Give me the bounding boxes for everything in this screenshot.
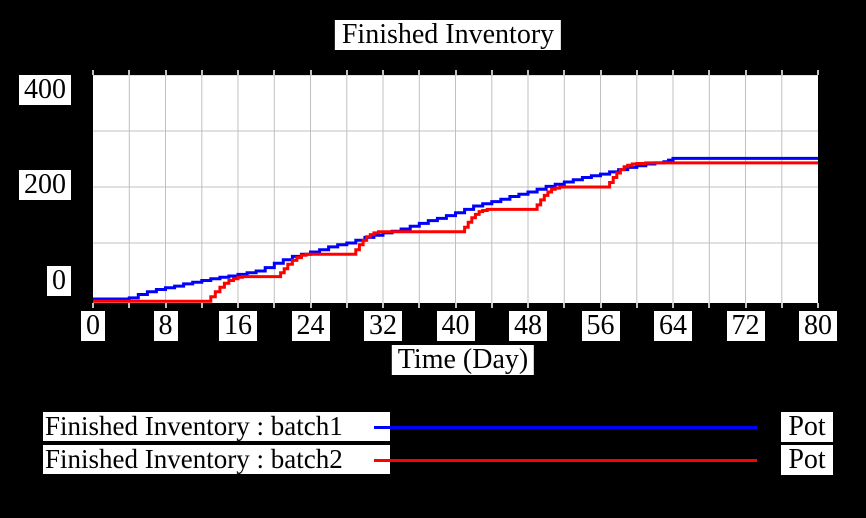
x-axis-tick bbox=[454, 70, 457, 75]
x-axis-tick bbox=[635, 303, 638, 308]
plot-area bbox=[93, 75, 818, 303]
x-axis-tick bbox=[309, 70, 312, 75]
x-axis-tick bbox=[237, 303, 239, 308]
series-lines bbox=[93, 156, 818, 303]
x-axis-tick bbox=[672, 70, 674, 75]
x-axis-tick bbox=[635, 70, 638, 75]
legend-label-batch1: Finished Inventory : batch1 bbox=[43, 412, 390, 443]
x-axis-tick bbox=[345, 303, 348, 308]
y-axis-label-200: 200 bbox=[19, 170, 71, 200]
y-axis-label-0: 0 bbox=[47, 266, 71, 296]
x-axis-tick bbox=[164, 303, 167, 308]
x-axis-label-40: 40 bbox=[436, 311, 475, 341]
x-axis-tick bbox=[273, 70, 276, 75]
x-axis-tick bbox=[309, 303, 312, 308]
x-axis-tick bbox=[200, 303, 203, 308]
x-axis-tick bbox=[527, 303, 529, 308]
x-axis-tick bbox=[128, 70, 131, 75]
x-axis-tick bbox=[744, 303, 747, 308]
x-axis-label-32: 32 bbox=[364, 311, 402, 341]
x-axis-tick bbox=[527, 70, 529, 75]
legend-line-batch2 bbox=[374, 459, 757, 462]
x-axis-tick bbox=[490, 303, 493, 308]
legend-unit-batch1: Pot bbox=[781, 412, 833, 442]
x-axis-tick bbox=[92, 70, 94, 75]
legend-unit-batch2: Pot bbox=[781, 445, 833, 475]
plot-canvas bbox=[93, 75, 818, 303]
x-axis-tick bbox=[454, 303, 457, 308]
x-axis-tick bbox=[708, 303, 711, 308]
x-axis-tick bbox=[273, 303, 276, 308]
x-axis-tick bbox=[563, 303, 566, 308]
x-axis-tick bbox=[490, 70, 493, 75]
x-axis-tick bbox=[200, 70, 203, 75]
series-line-batch1 bbox=[93, 156, 818, 301]
x-axis-label-0: 0 bbox=[81, 311, 105, 341]
x-axis-tick bbox=[345, 70, 348, 75]
series-line-batch2 bbox=[93, 161, 818, 303]
x-axis-tick bbox=[817, 70, 819, 75]
x-axis-label-72: 72 bbox=[726, 311, 765, 341]
x-axis-tick bbox=[128, 303, 131, 308]
x-axis-tick bbox=[672, 303, 674, 308]
x-axis-label-16: 16 bbox=[219, 311, 257, 341]
x-axis-tick bbox=[382, 303, 384, 308]
x-axis-tick bbox=[92, 303, 94, 308]
legend-label-batch2: Finished Inventory : batch2 bbox=[43, 445, 390, 476]
x-axis-label-80: 80 bbox=[799, 311, 837, 341]
x-axis-tick bbox=[817, 303, 819, 308]
chart-title: Finished Inventory bbox=[334, 20, 562, 50]
y-axis-label-400: 400 bbox=[19, 75, 71, 105]
gridlines bbox=[93, 75, 818, 303]
x-axis-tick bbox=[744, 70, 747, 75]
legend-line-batch1 bbox=[374, 426, 757, 429]
x-axis-tick bbox=[780, 70, 783, 75]
x-axis-tick bbox=[563, 70, 566, 75]
x-axis-label-48: 48 bbox=[509, 311, 547, 341]
x-axis-label-24: 24 bbox=[291, 311, 330, 341]
x-axis-label-56: 56 bbox=[581, 311, 620, 341]
x-axis-label-64: 64 bbox=[654, 311, 692, 341]
x-axis-tick bbox=[599, 303, 602, 308]
x-axis-tick bbox=[599, 70, 602, 75]
x-axis-label-8: 8 bbox=[153, 311, 178, 341]
x-axis-tick bbox=[780, 303, 783, 308]
x-axis-tick bbox=[164, 70, 167, 75]
time-axis-title: Time (Day) bbox=[391, 345, 535, 375]
x-axis-tick bbox=[237, 70, 239, 75]
x-axis-tick bbox=[382, 70, 384, 75]
x-axis-tick bbox=[708, 70, 711, 75]
x-axis-tick bbox=[418, 70, 421, 75]
x-axis-tick bbox=[418, 303, 421, 308]
